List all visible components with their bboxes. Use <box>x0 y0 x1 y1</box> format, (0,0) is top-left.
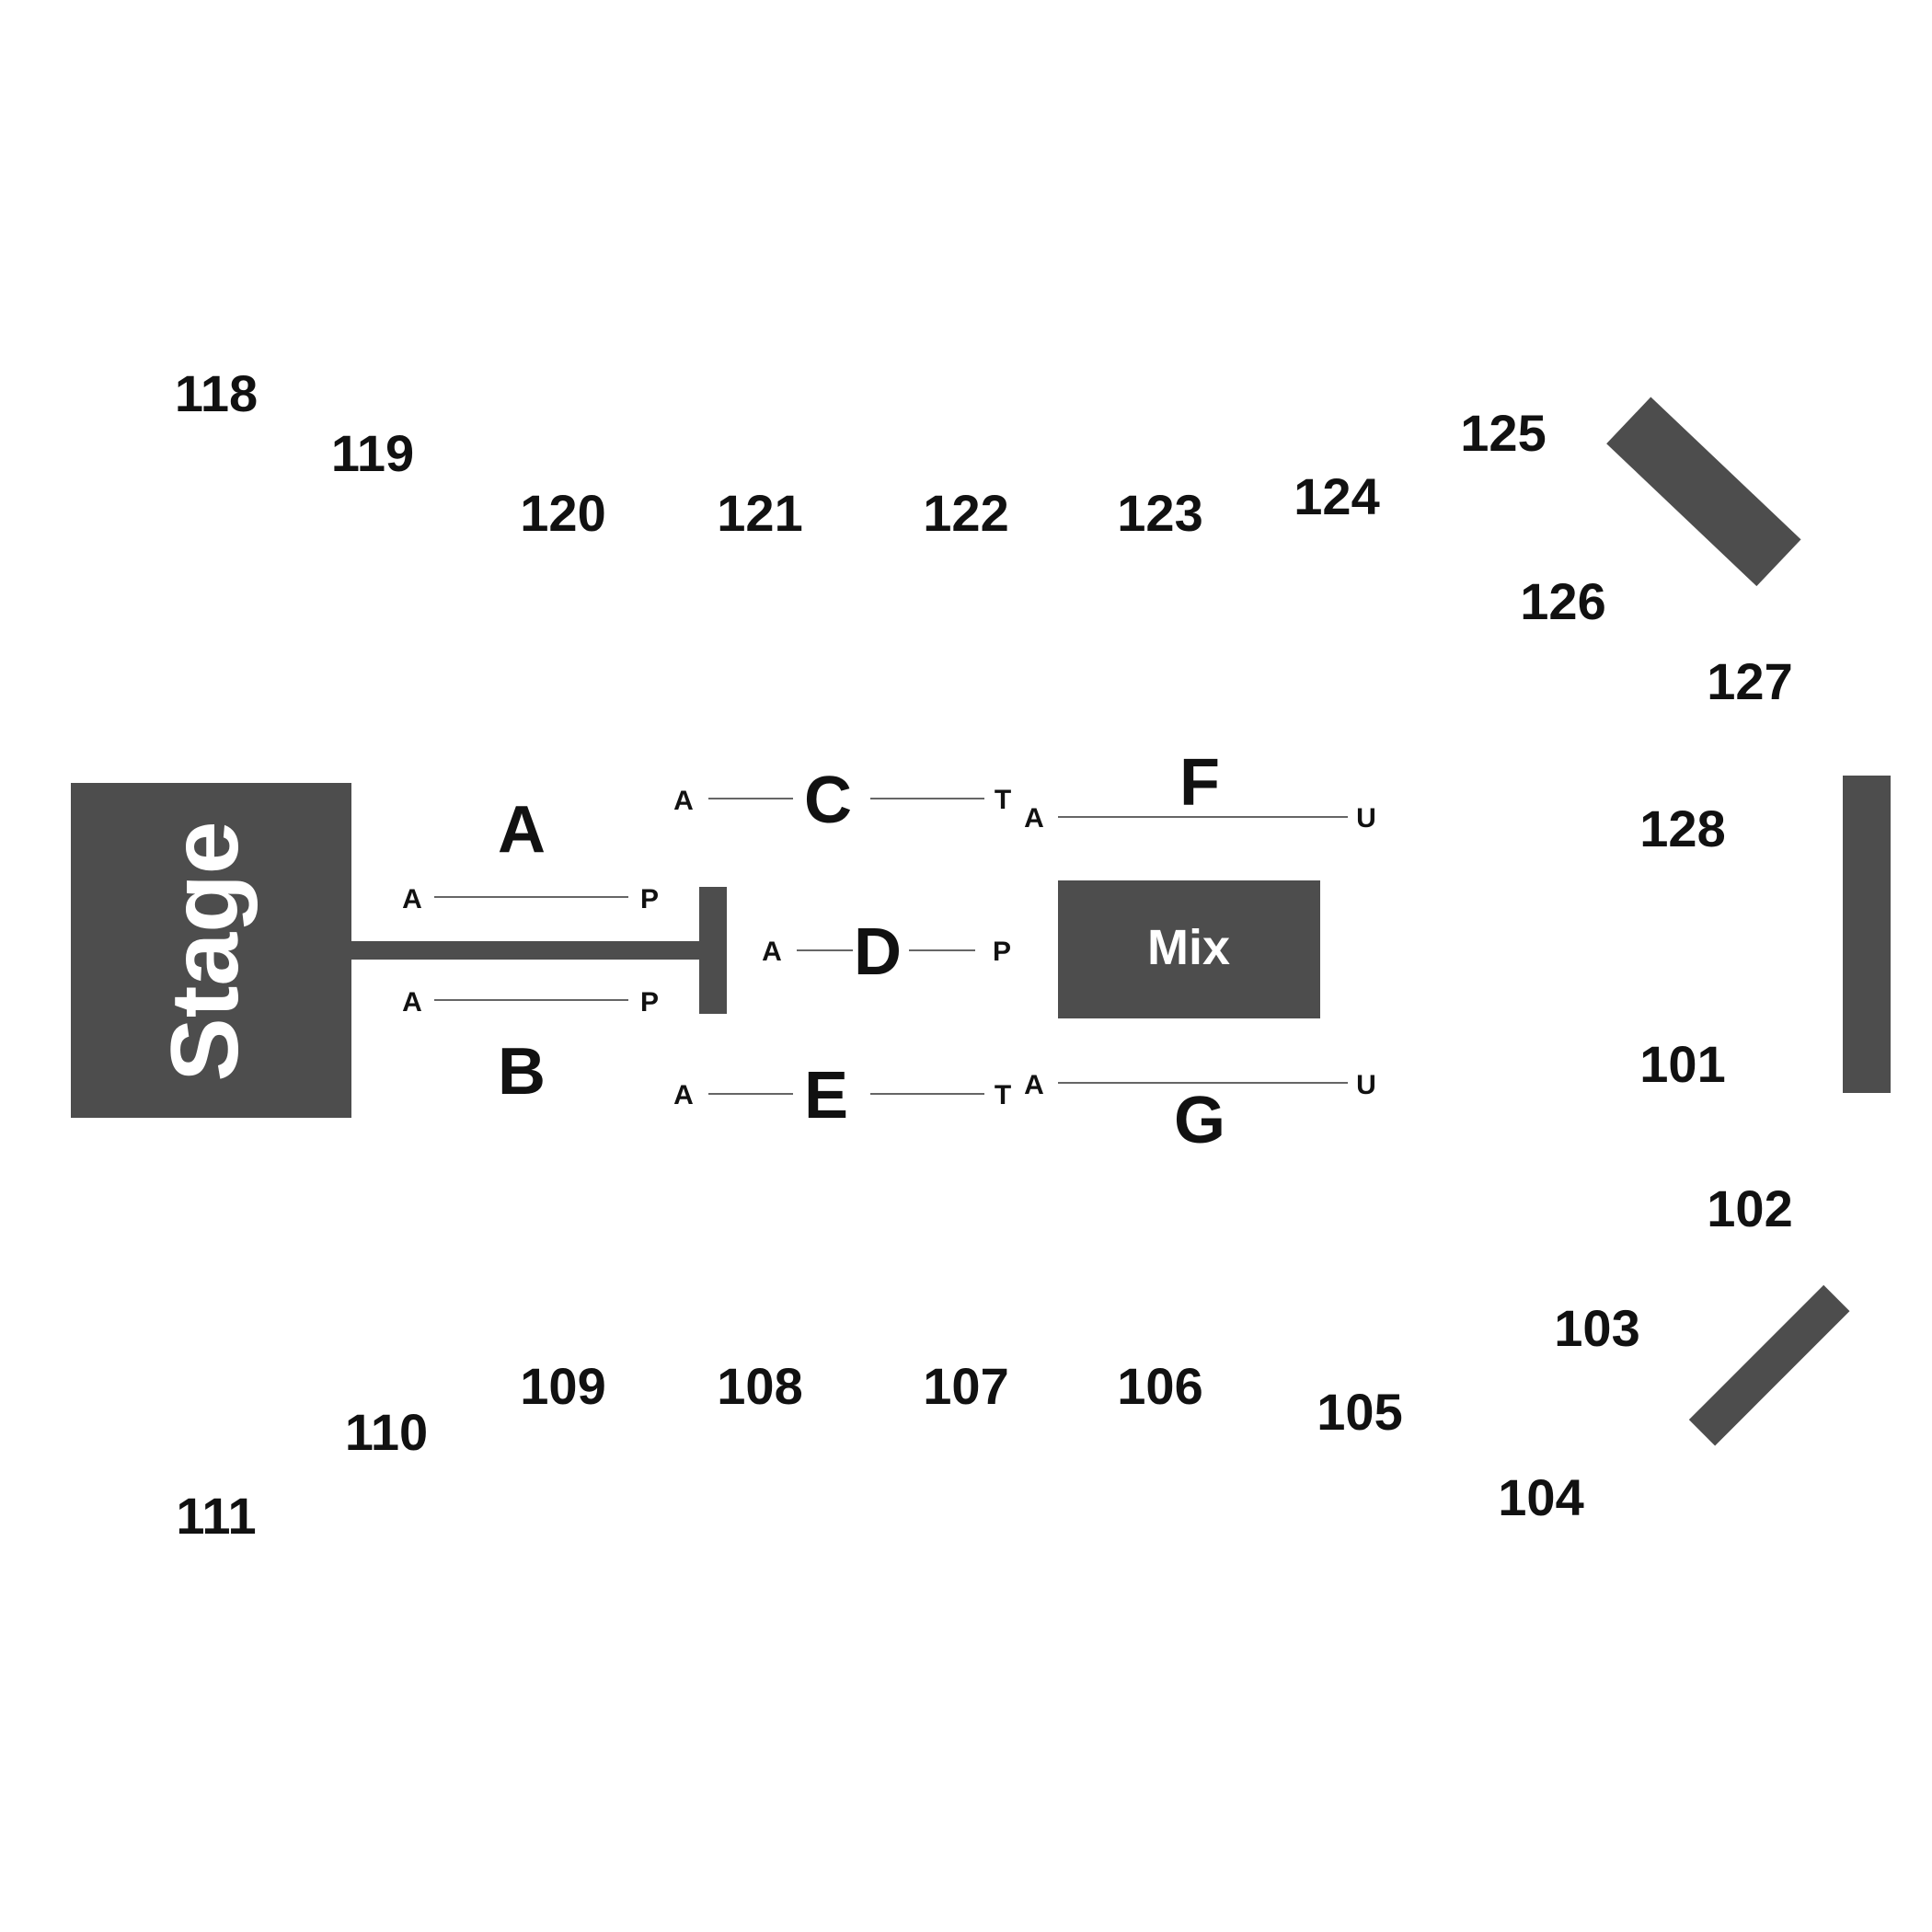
floor-section-c-row-first: A <box>673 786 694 816</box>
floor-section-e[interactable]: A E T <box>673 1059 1011 1133</box>
floor-section-g[interactable]: A U G <box>1024 1070 1376 1157</box>
lower-sections: 101 102 103 104 105 106 107 108 109 110 … <box>176 1035 1792 1545</box>
floor-section-d-row-first: A <box>762 937 782 967</box>
floor-section-a[interactable]: A A P <box>402 793 659 914</box>
floor-section-g-row-last: U <box>1356 1070 1376 1100</box>
section-123[interactable]: 123 <box>1117 484 1202 542</box>
runway-end-bar <box>699 887 727 1014</box>
mix-block[interactable] <box>1058 880 1320 1018</box>
floor-section-f-label: F <box>1179 746 1220 820</box>
section-111[interactable]: 111 <box>176 1487 256 1545</box>
section-105[interactable]: 105 <box>1317 1383 1402 1441</box>
right-end-bar <box>1843 776 1891 1093</box>
section-120[interactable]: 120 <box>520 484 605 542</box>
floor-section-e-row-first: A <box>673 1080 694 1110</box>
lower-right-diagonal-block <box>1688 1284 1850 1446</box>
floor-section-e-label: E <box>804 1059 848 1133</box>
stage-block[interactable] <box>71 783 351 1118</box>
section-119[interactable]: 119 <box>331 424 414 482</box>
floor-section-a-row-last: P <box>640 884 659 914</box>
stage-runway <box>351 941 699 960</box>
floor-section-b-label: B <box>498 1035 546 1109</box>
floor-section-e-row-last: T <box>995 1080 1011 1110</box>
section-127[interactable]: 127 <box>1707 652 1792 710</box>
section-126[interactable]: 126 <box>1520 572 1605 630</box>
mix-label: Mix <box>1147 920 1230 975</box>
floor-section-d[interactable]: A D P <box>762 915 1011 989</box>
section-110[interactable]: 110 <box>345 1403 428 1461</box>
stage-label: Stage <box>152 821 259 1081</box>
floor-section-f-row-last: U <box>1356 803 1376 834</box>
floor-section-g-label: G <box>1174 1084 1225 1157</box>
stage[interactable]: Stage <box>71 783 351 1118</box>
floor-section-g-row-first: A <box>1024 1070 1044 1100</box>
section-102[interactable]: 102 <box>1707 1179 1792 1237</box>
upper-right-diagonal-block <box>1606 397 1801 587</box>
floor-section-b-row-last: P <box>640 987 659 1018</box>
floor-section-b-row-first: A <box>402 987 422 1018</box>
section-101[interactable]: 101 <box>1639 1035 1725 1093</box>
floor-section-c-row-last: T <box>995 785 1011 815</box>
floor-section-a-row-first: A <box>402 884 422 914</box>
section-124[interactable]: 124 <box>1294 467 1379 525</box>
mix[interactable]: Mix <box>1058 880 1320 1018</box>
section-108[interactable]: 108 <box>717 1357 802 1415</box>
floor-section-c[interactable]: A C T <box>673 764 1011 837</box>
section-125[interactable]: 125 <box>1460 404 1546 462</box>
section-128[interactable]: 128 <box>1639 799 1725 857</box>
section-106[interactable]: 106 <box>1117 1357 1202 1415</box>
floor-section-f-row-first: A <box>1024 803 1044 834</box>
upper-sections: 118 119 120 121 122 123 124 125 126 127 … <box>175 364 1793 857</box>
section-118[interactable]: 118 <box>175 364 258 422</box>
floor-section-c-label: C <box>804 764 852 837</box>
floor-section-b[interactable]: A P B <box>402 987 659 1109</box>
section-104[interactable]: 104 <box>1498 1468 1583 1526</box>
section-109[interactable]: 109 <box>520 1357 605 1415</box>
floor-section-d-row-last: P <box>993 937 1011 967</box>
section-107[interactable]: 107 <box>923 1357 1008 1415</box>
floor-section-a-label: A <box>498 793 546 867</box>
section-103[interactable]: 103 <box>1554 1299 1639 1357</box>
section-121[interactable]: 121 <box>717 484 802 542</box>
section-122[interactable]: 122 <box>923 484 1008 542</box>
floor-section-f[interactable]: F A U <box>1024 746 1376 834</box>
floor-section-d-label: D <box>854 915 902 989</box>
